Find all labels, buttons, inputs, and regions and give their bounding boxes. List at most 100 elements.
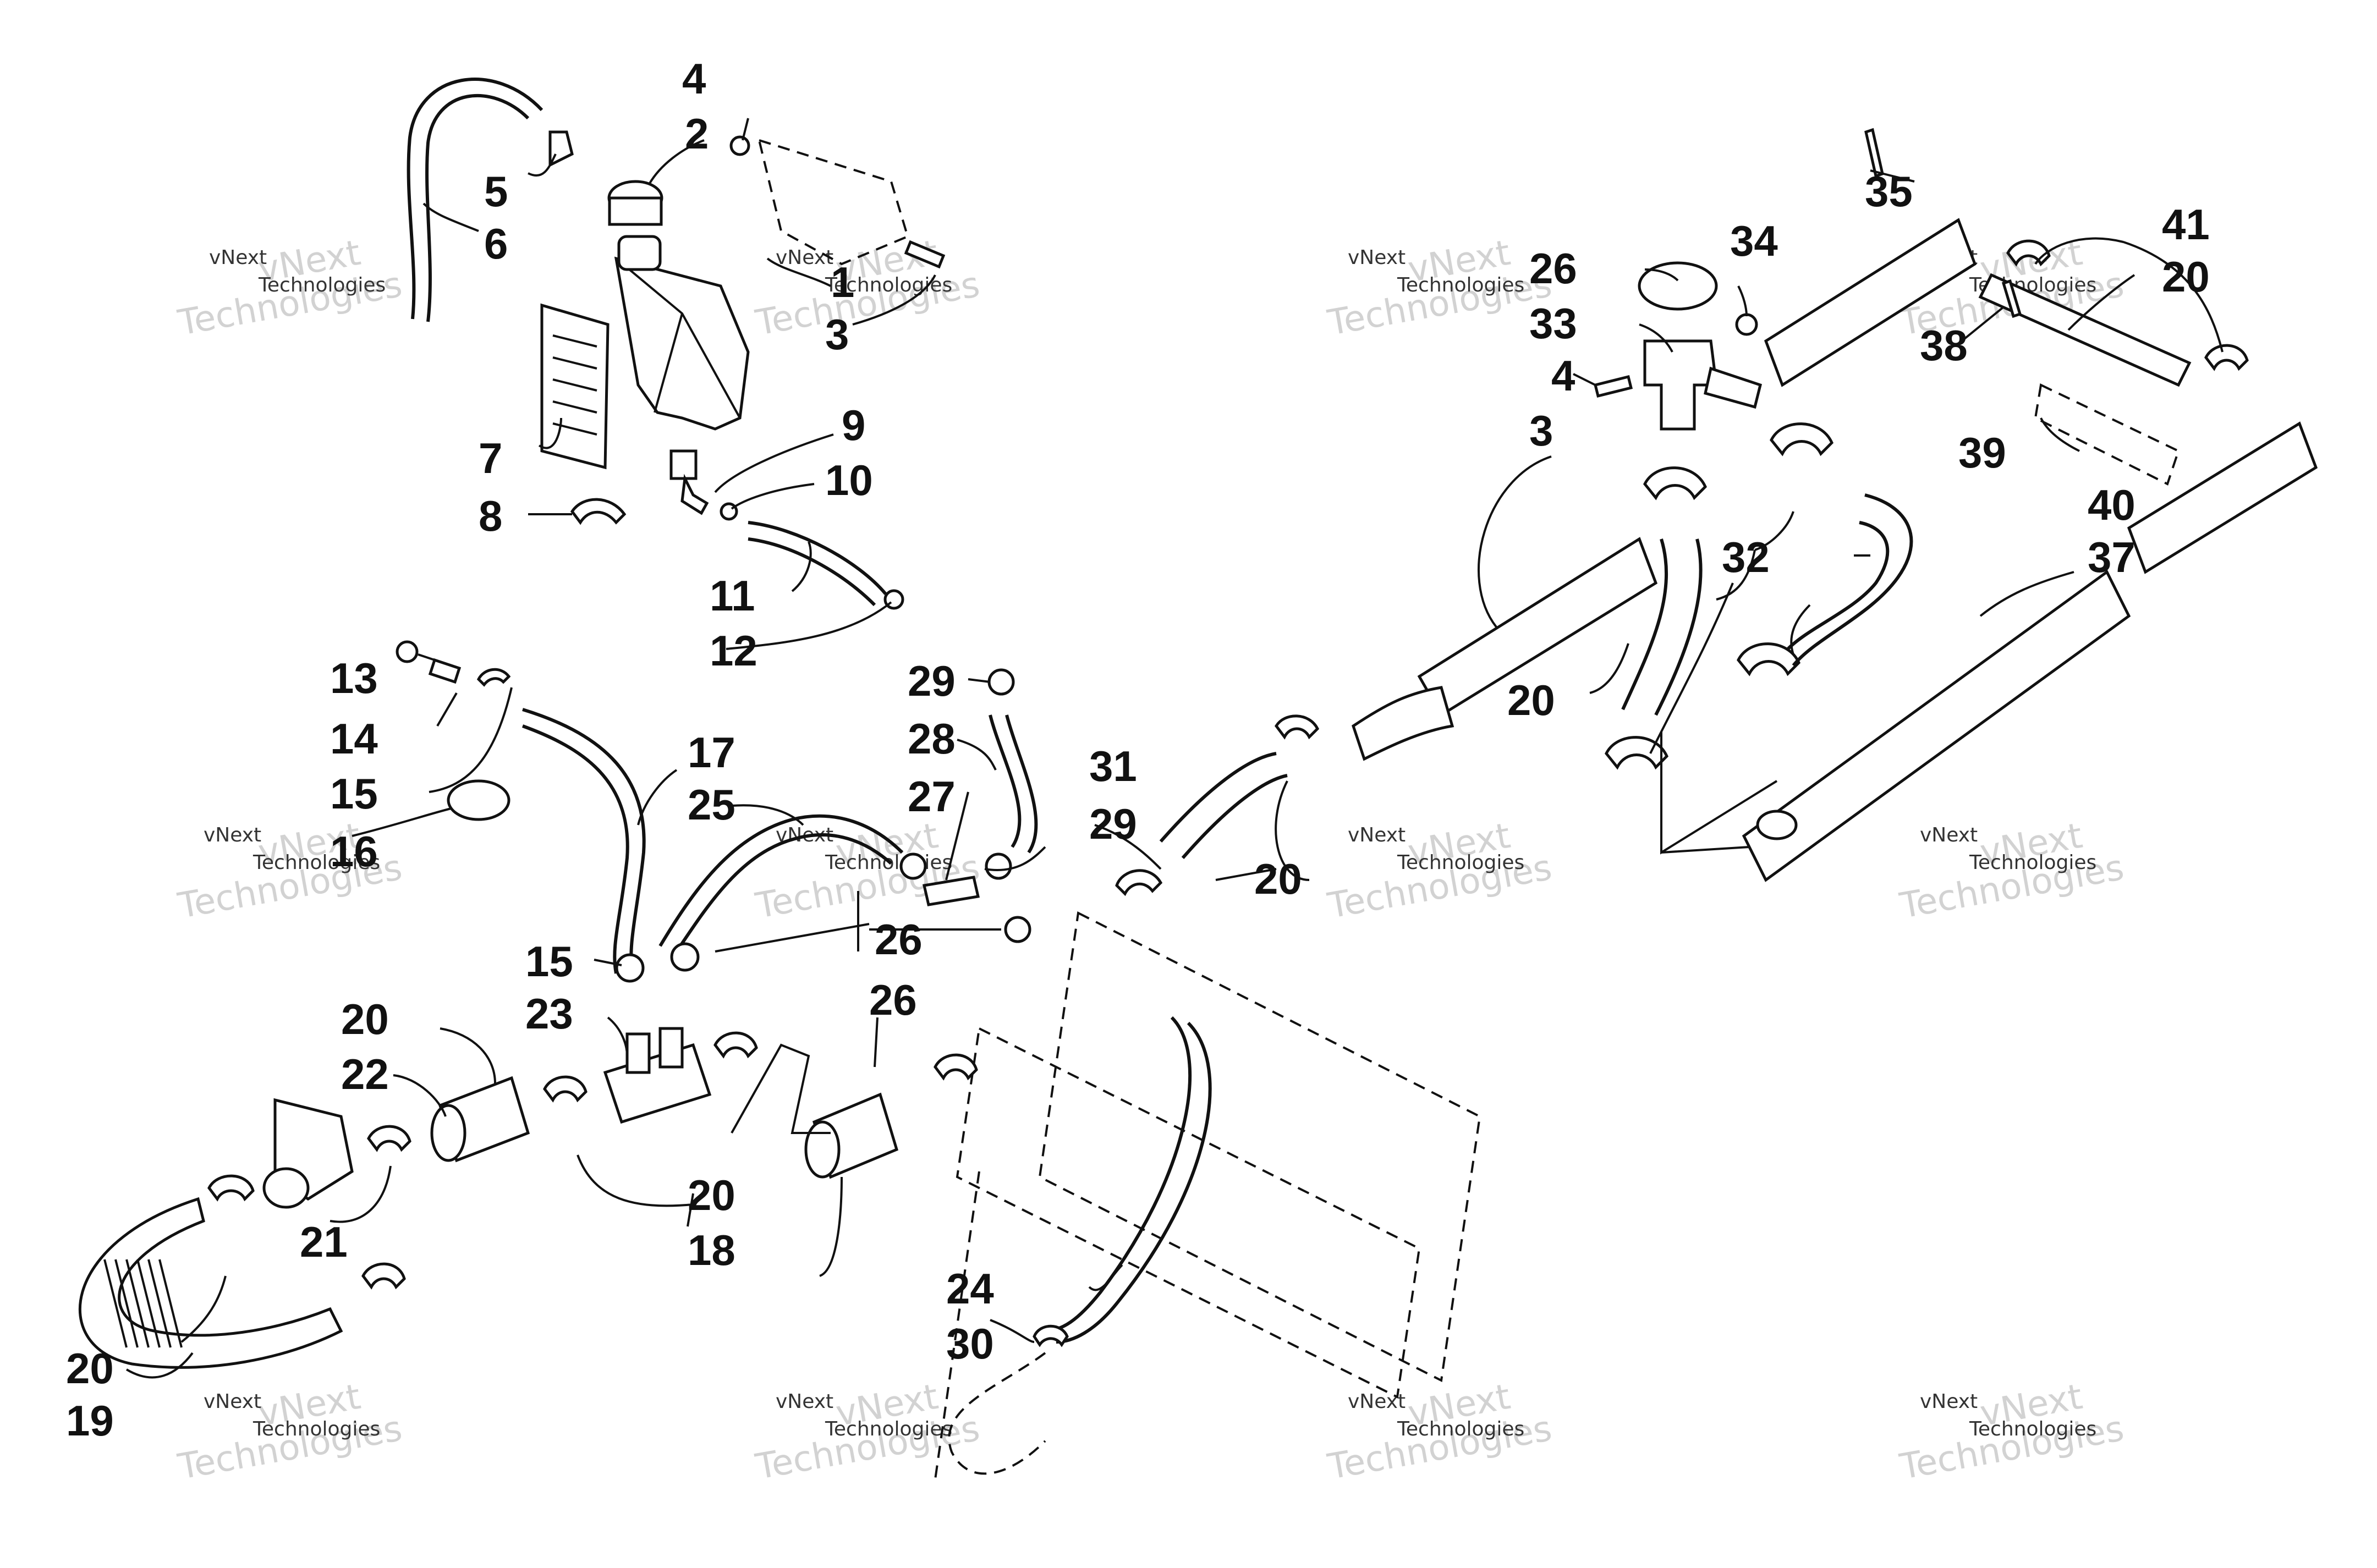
callout-40: 39: [1958, 428, 2006, 477]
callout-20: 20: [1254, 855, 1302, 903]
callout-24: 18: [688, 1226, 735, 1274]
mounting-bracket: [757, 139, 909, 266]
svg-text:vNext: vNext: [204, 824, 261, 846]
clamp: [367, 1125, 411, 1152]
clamp: [1770, 422, 1833, 456]
clamp: [543, 1075, 588, 1103]
svg-text:vNext: vNext: [204, 1390, 261, 1413]
callout-31: 31: [1089, 742, 1137, 790]
rear-cooler-right: [2127, 421, 2318, 574]
callout-26: 30: [946, 1319, 994, 1368]
callout-29: 29: [908, 657, 956, 705]
clamp: [207, 1174, 255, 1202]
clamp: [1033, 1324, 1069, 1347]
callout-10: 10: [825, 456, 873, 504]
callout-3: 4: [1551, 351, 1575, 400]
bleeder-hose: [522, 708, 646, 974]
rear-cooler-left: [1764, 218, 1977, 387]
radiator-hose: [1159, 752, 1277, 843]
callout-29: 29: [1089, 800, 1137, 848]
svg-text:Technologies: Technologies: [825, 1418, 952, 1440]
callout-38: 20: [2162, 252, 2210, 301]
clamp: [1274, 714, 1320, 740]
reference-outline: [948, 1352, 1046, 1475]
callout-20: 20: [688, 1171, 735, 1219]
radiator-assembly: [1352, 128, 2318, 882]
svg-text:vNext: vNext: [1920, 1390, 1978, 1413]
clamp: [899, 852, 927, 880]
clamp: [1605, 736, 1668, 770]
callout-19: 20: [66, 1344, 114, 1393]
svg-text:Technologies: Technologies: [1969, 1418, 2096, 1440]
callout-34: 33: [1529, 299, 1577, 348]
bleeder-tee: [603, 1043, 712, 1124]
watermark-small: Technologies: [258, 274, 386, 296]
callout-23: 23: [525, 989, 573, 1038]
clamp: [1643, 466, 1707, 500]
callout-17: 17: [688, 728, 735, 777]
tee-port: [625, 1032, 651, 1074]
callout-41: 35: [1865, 167, 1913, 216]
clamp: [985, 852, 1012, 880]
callout-35: 20: [1507, 676, 1555, 724]
callout-13: 13: [330, 654, 378, 702]
bolt: [904, 240, 946, 269]
clamp: [934, 1053, 978, 1081]
callout-11: 11: [710, 571, 755, 620]
warning-decal: [540, 303, 610, 470]
reservoir-tank: [614, 256, 750, 431]
watermark: vNext Technologies: [753, 233, 983, 344]
clamp: [713, 1031, 758, 1059]
callout-2: 2: [685, 109, 709, 158]
drain-hose: [748, 521, 887, 595]
callout-20: 26: [869, 976, 917, 1024]
filler-hose: [1621, 538, 1668, 711]
callout-5: 5: [484, 167, 508, 216]
callout-15: 15: [330, 769, 378, 818]
bleeder-cap: [396, 640, 419, 663]
clamp: [1115, 869, 1163, 896]
svg-text:vNext: vNext: [776, 246, 833, 269]
callout-21: 22: [341, 1050, 389, 1098]
callout-28: 28: [908, 714, 956, 763]
callout-20: 21: [300, 1218, 348, 1266]
exchanger-port: [1756, 810, 1798, 840]
svg-text:Technologies: Technologies: [252, 1418, 380, 1440]
neck-side-port: [1704, 366, 1762, 409]
nut: [729, 135, 750, 156]
svg-text:vNext: vNext: [1348, 1390, 1406, 1413]
clamp: [615, 953, 645, 983]
callout-20: 32: [1722, 533, 1770, 581]
callout-12: 12: [710, 626, 757, 675]
callout-1: 1: [831, 258, 854, 306]
overflow-hose: [989, 714, 1022, 848]
radiator-cap: [1638, 261, 1718, 311]
housing-outlet: [262, 1167, 310, 1209]
outlet-fitting: [669, 449, 698, 480]
clamp: [1737, 642, 1800, 676]
watermark-small: vNext: [209, 246, 267, 269]
heat-exchanger-rear: [1742, 570, 2131, 882]
clamp: [361, 1262, 406, 1290]
tunnel-panel: [1038, 911, 1481, 1383]
callout-27: 27: [908, 772, 956, 821]
callout-8: 8: [479, 492, 502, 540]
vent-elbow: [548, 130, 574, 168]
callout-39: 38: [1920, 321, 1968, 370]
callout-22: 20: [341, 995, 389, 1043]
clamp: [476, 668, 511, 687]
callout-9: 9: [842, 401, 865, 449]
rear-cooler-tube: [1978, 273, 2192, 387]
callout-18: 19: [66, 1396, 114, 1445]
svg-text:Technologies: Technologies: [1397, 851, 1524, 874]
filler-neck-tee: [1643, 339, 1718, 431]
filler-cap-body: [608, 196, 663, 226]
callout-7: 7: [479, 434, 502, 482]
screw: [1593, 375, 1633, 398]
callout-20: 41: [2162, 200, 2210, 249]
tee-fitting: [922, 876, 980, 906]
svg-text:Technologies: Technologies: [825, 274, 952, 296]
callout-15: 15: [525, 937, 573, 986]
callout-14: 14: [330, 714, 378, 763]
